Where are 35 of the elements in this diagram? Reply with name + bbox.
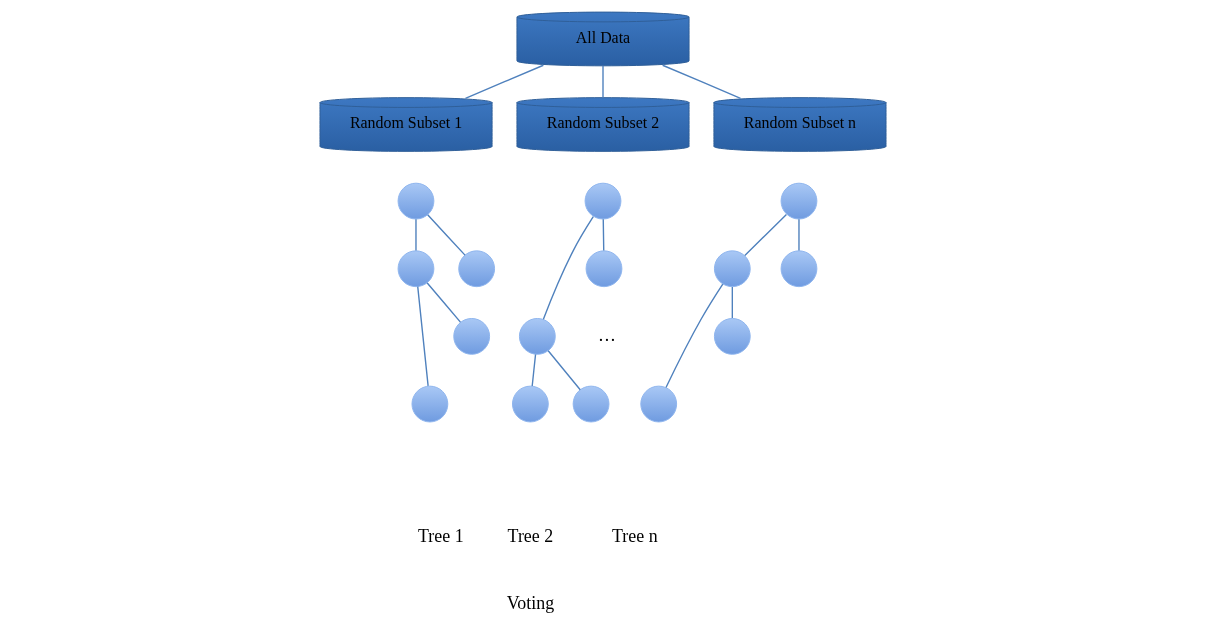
- node-circle: [584, 182, 621, 220]
- connector: [542, 216, 594, 320]
- node-circle: [518, 318, 556, 355]
- node-circle: [457, 250, 495, 288]
- node-circle: [713, 318, 751, 355]
- connector: [426, 282, 461, 323]
- connector: [797, 218, 800, 252]
- node-circle: [780, 182, 817, 220]
- node-circle: [585, 250, 622, 288]
- label: …: [597, 324, 616, 345]
- node-circle: [639, 385, 677, 423]
- node-circle: [452, 318, 490, 355]
- label: Tree 2: [507, 525, 553, 546]
- node-circle: [411, 385, 448, 423]
- label: Voting: [506, 593, 554, 614]
- connector: [426, 214, 466, 256]
- connector: [602, 218, 604, 252]
- connector: [464, 64, 544, 99]
- connector: [731, 286, 733, 319]
- label: Tree 1: [417, 525, 464, 546]
- connector: [547, 350, 581, 391]
- node-circle: [780, 250, 817, 288]
- node-circle: [397, 250, 434, 288]
- connector: [661, 64, 741, 99]
- node-circle: [511, 385, 549, 423]
- node-circle: [397, 182, 434, 220]
- connector: [531, 353, 536, 387]
- connector: [664, 283, 723, 389]
- label: Tree n: [611, 525, 658, 546]
- connector: [743, 213, 787, 257]
- connector: [601, 65, 604, 99]
- node-circle: [572, 385, 609, 423]
- node-circle: [713, 250, 751, 288]
- connector: [416, 285, 429, 387]
- connector: [414, 218, 417, 252]
